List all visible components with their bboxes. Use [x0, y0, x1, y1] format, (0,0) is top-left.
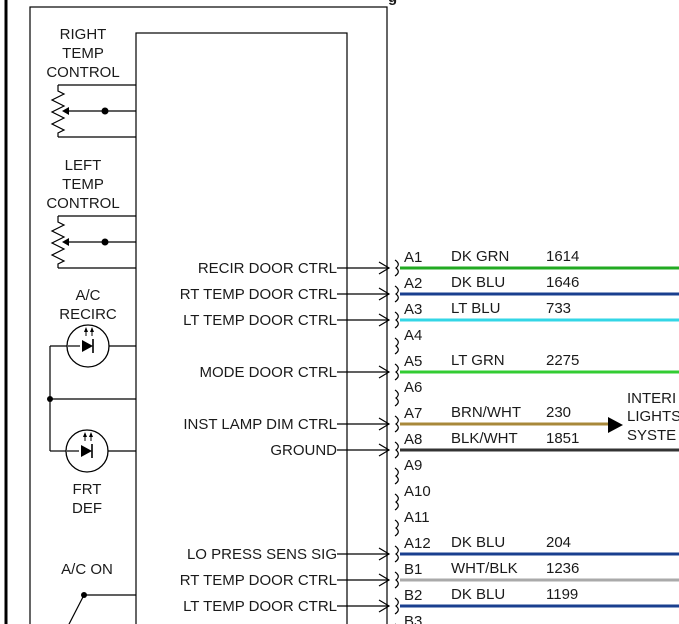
connector-cavity-icon: [394, 337, 399, 355]
ac-recirc-label-2: RECIRC: [59, 306, 117, 323]
signal-label: RT TEMP DOOR CTRL: [180, 286, 337, 303]
right-temp-control-label-1: RIGHT: [60, 26, 107, 43]
arrow-icon: [378, 573, 391, 587]
header-fragment: g: [388, 0, 397, 6]
connector-cavity-icon: [394, 571, 399, 589]
wiper-arrow-icon: [62, 107, 69, 115]
junction-dot: [47, 396, 53, 402]
circuit-number: 733: [546, 300, 571, 317]
connector-cavity-icon: [394, 415, 399, 433]
circuit-number: 230: [546, 404, 571, 421]
connector-cavity-icon: [394, 467, 399, 485]
pin-label: A11: [404, 509, 430, 526]
pin-label: A9: [404, 457, 422, 474]
connector-cavity-icon: [394, 259, 399, 277]
wire-color-label: WHT/BLK: [451, 560, 518, 577]
pin-label: A2: [404, 275, 422, 292]
arrow-right-icon: [608, 417, 623, 433]
left-temp-control: LEFT TEMP CONTROL: [46, 157, 136, 269]
pin-label: A8: [404, 431, 422, 448]
wiper-arrow-icon: [62, 238, 69, 246]
control-module-inner-box: [135, 32, 348, 624]
arrow-icon: [378, 313, 391, 327]
arrow-icon: [378, 547, 391, 561]
circuit-number: 1199: [546, 586, 578, 603]
resistor-icon: [50, 85, 66, 137]
circuit-number: 204: [546, 534, 571, 551]
circuit-number: 2275: [546, 352, 579, 369]
connector-cavity-icon: [394, 389, 399, 407]
interior-lights-label-3: SYSTE: [627, 427, 676, 444]
wire-color-label: DK BLU: [451, 274, 505, 291]
signal-label: LT TEMP DOOR CTRL: [183, 312, 337, 329]
connector-cavity-icon: [394, 493, 399, 511]
pin-label: A3: [404, 301, 422, 318]
signal-lines: RECIR DOOR CTRL RT TEMP DOOR CTRL LT TEMP …: [180, 260, 391, 615]
connector-cavity-icon: [394, 597, 399, 615]
frt-def-label-2: DEF: [72, 500, 102, 517]
arrow-icon: [378, 287, 391, 301]
arrow-icon: [378, 261, 391, 275]
arrow-icon: [378, 417, 391, 431]
arrow-icon: [378, 599, 391, 613]
pin-label: B1: [404, 561, 422, 578]
pin-label: B3: [404, 613, 422, 624]
left-temp-control-label-3: CONTROL: [46, 195, 119, 212]
connector-cavity-icon: [394, 285, 399, 303]
pin-label: A1: [404, 249, 422, 266]
signal-label: GROUND: [270, 442, 337, 459]
left-temp-control-label-1: LEFT: [65, 157, 102, 174]
signal-label: LT TEMP DOOR CTRL: [183, 598, 337, 615]
led-indicators: A/C RECIRC FRT DEF: [47, 287, 136, 517]
pin-label: A5: [404, 353, 422, 370]
connector-cavity-icon: [394, 363, 399, 381]
interior-lights-label-2: LIGHTS: [627, 408, 679, 425]
signal-label: LO PRESS SENS SIG: [187, 546, 337, 563]
ac-on-label: A/C ON: [61, 561, 113, 578]
pin-label: A6: [404, 379, 422, 396]
wire-color-label: LT GRN: [451, 352, 505, 369]
connector-cavity-icon: [394, 441, 399, 459]
wire-color-label: DK BLU: [451, 586, 505, 603]
wire-color-label: DK GRN: [451, 248, 509, 265]
ac-on-switch: A/C ON: [61, 561, 136, 624]
wire-color-label: LT BLU: [451, 300, 500, 317]
circuit-number: 1614: [546, 248, 579, 265]
left-temp-control-label-2: TEMP: [62, 176, 104, 193]
arrow-icon: [378, 365, 391, 379]
ac-recirc-label-1: A/C: [75, 287, 100, 304]
connector-cavity-icon: [394, 311, 399, 329]
arrow-icon: [378, 443, 391, 457]
frt-def-label-1: FRT: [73, 481, 102, 498]
pin-label: A12: [404, 535, 431, 552]
signal-label: INST LAMP DIM CTRL: [183, 416, 337, 433]
junction-dot: [101, 238, 109, 246]
wire-color-label: BRN/WHT: [451, 404, 521, 421]
circuit-number: 1236: [546, 560, 579, 577]
signal-label: RT TEMP DOOR CTRL: [180, 572, 337, 589]
connector-cavity-icon: [394, 545, 399, 563]
right-temp-control-label-2: TEMP: [62, 45, 104, 62]
interior-lights-ref: INTERI LIGHTS SYSTE: [608, 390, 679, 444]
signal-label: MODE DOOR CTRL: [199, 364, 337, 381]
pin-label: A4: [404, 327, 422, 344]
pin-label: B2: [404, 587, 422, 604]
control-module-outline: [29, 6, 388, 624]
connector-cavity-icon: [394, 519, 399, 537]
right-temp-control: RIGHT TEMP CONTROL: [46, 26, 136, 138]
wire-color-label: BLK/WHT: [451, 430, 518, 447]
interior-lights-label-1: INTERI: [627, 390, 676, 407]
pin-label: A10: [404, 483, 431, 500]
pin-label: A7: [404, 405, 422, 422]
circuit-number: 1851: [546, 430, 579, 447]
right-temp-control-label-3: CONTROL: [46, 64, 119, 81]
junction-dot: [101, 107, 109, 115]
circuit-number: 1646: [546, 274, 579, 291]
resistor-icon: [50, 216, 66, 268]
signal-label: RECIR DOOR CTRL: [198, 260, 337, 277]
wire-color-label: DK BLU: [451, 534, 505, 551]
